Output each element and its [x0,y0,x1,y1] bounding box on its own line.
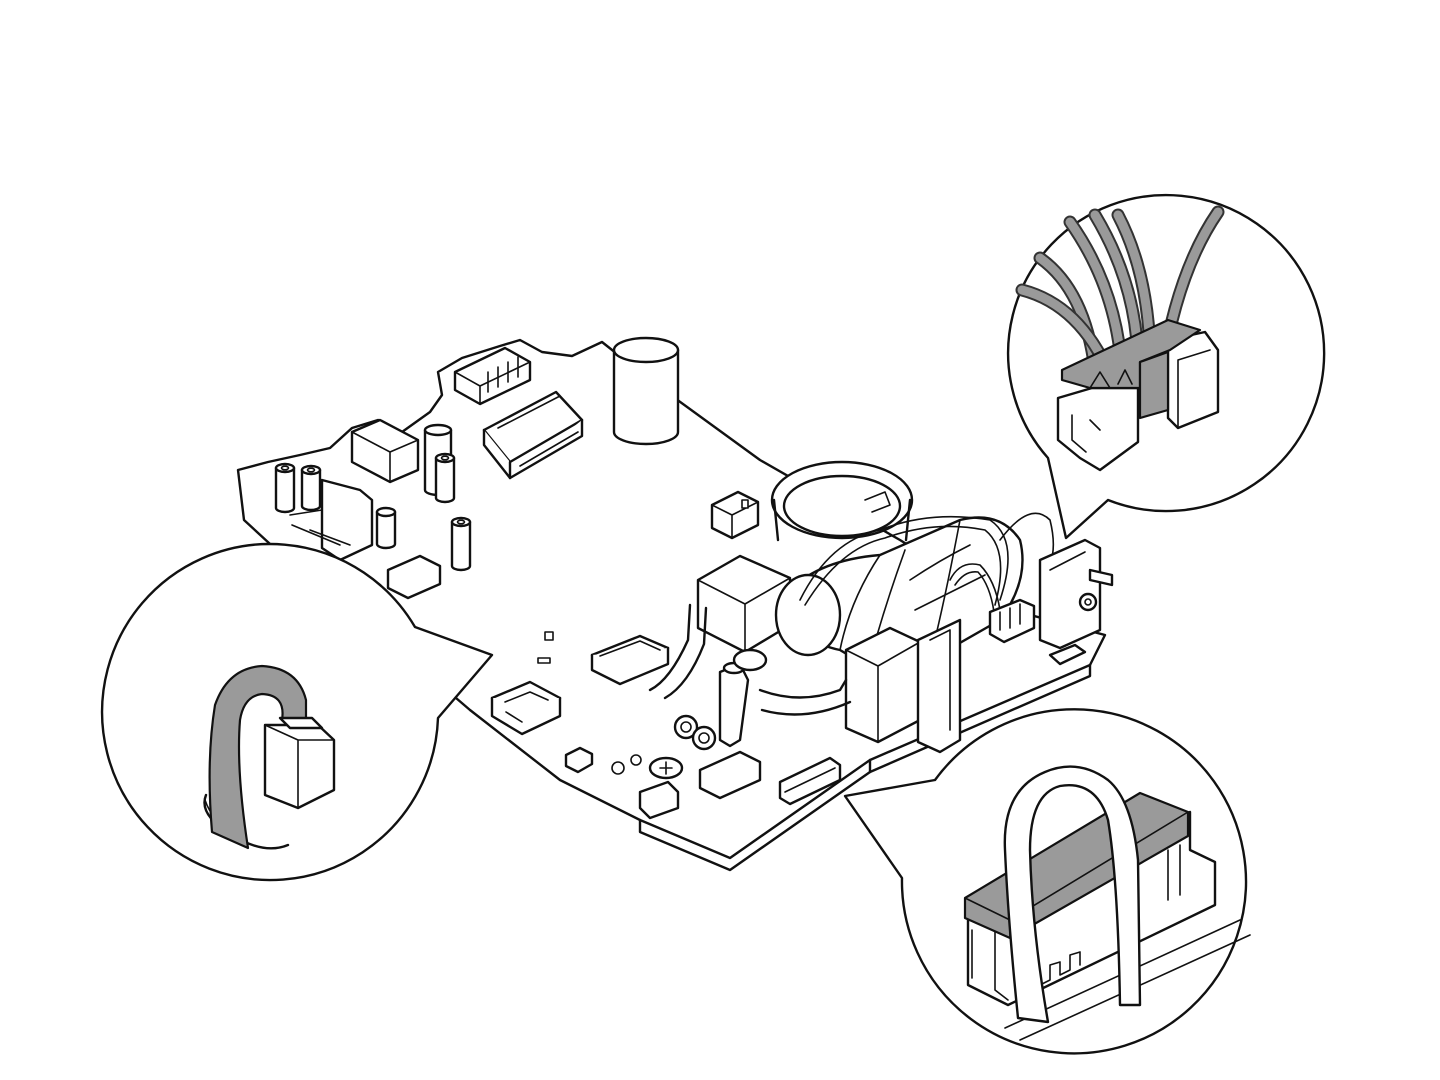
electrolytic-capacitor [614,338,678,444]
callout-lower-right [845,709,1250,1053]
side-bracket [1040,540,1112,664]
callout-upper-right [1008,195,1324,538]
ribbon-connector [265,725,334,808]
